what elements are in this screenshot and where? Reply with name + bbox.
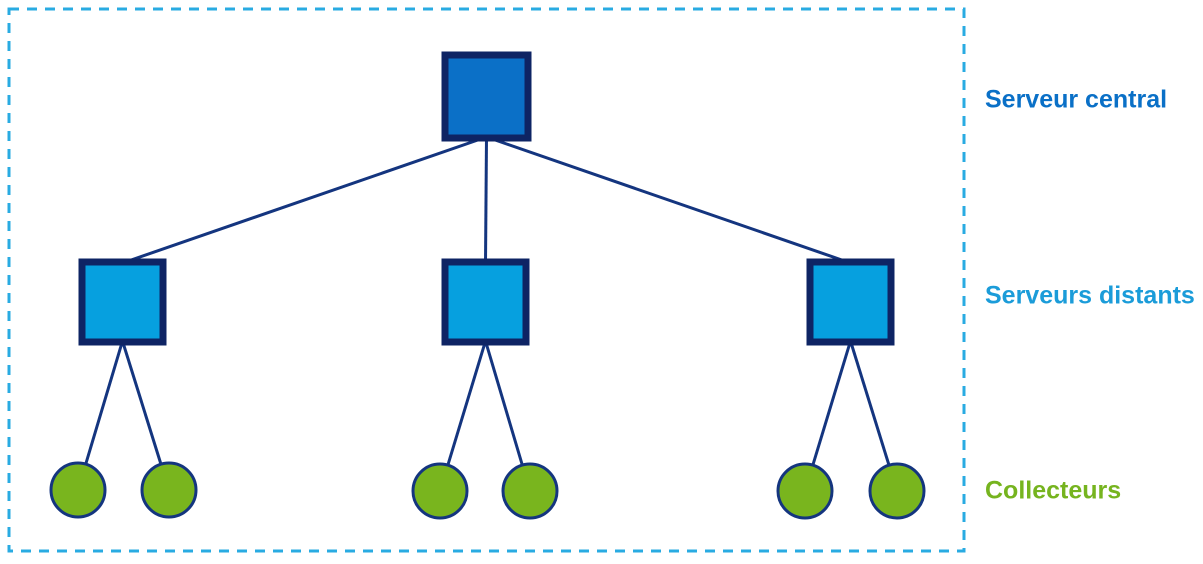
edge-line <box>486 135 851 265</box>
collector-node <box>776 462 834 520</box>
edge-line <box>484 136 488 264</box>
remote-server-node <box>78 258 167 346</box>
label-serveurs-distants: Serveurs distants <box>985 281 1195 310</box>
collector-node <box>49 461 107 519</box>
central-server-node <box>441 51 532 142</box>
remote-server-node <box>806 258 895 346</box>
collector-node <box>501 462 559 520</box>
dashed-border <box>7 7 966 553</box>
collector-node <box>411 462 469 520</box>
collector-node <box>140 461 198 519</box>
label-collecteurs: Collecteurs <box>985 476 1122 505</box>
label-serveur-central: Serveur central <box>985 85 1168 114</box>
remote-server-node <box>441 258 530 346</box>
collector-node <box>868 462 926 520</box>
edge-line <box>122 135 487 265</box>
